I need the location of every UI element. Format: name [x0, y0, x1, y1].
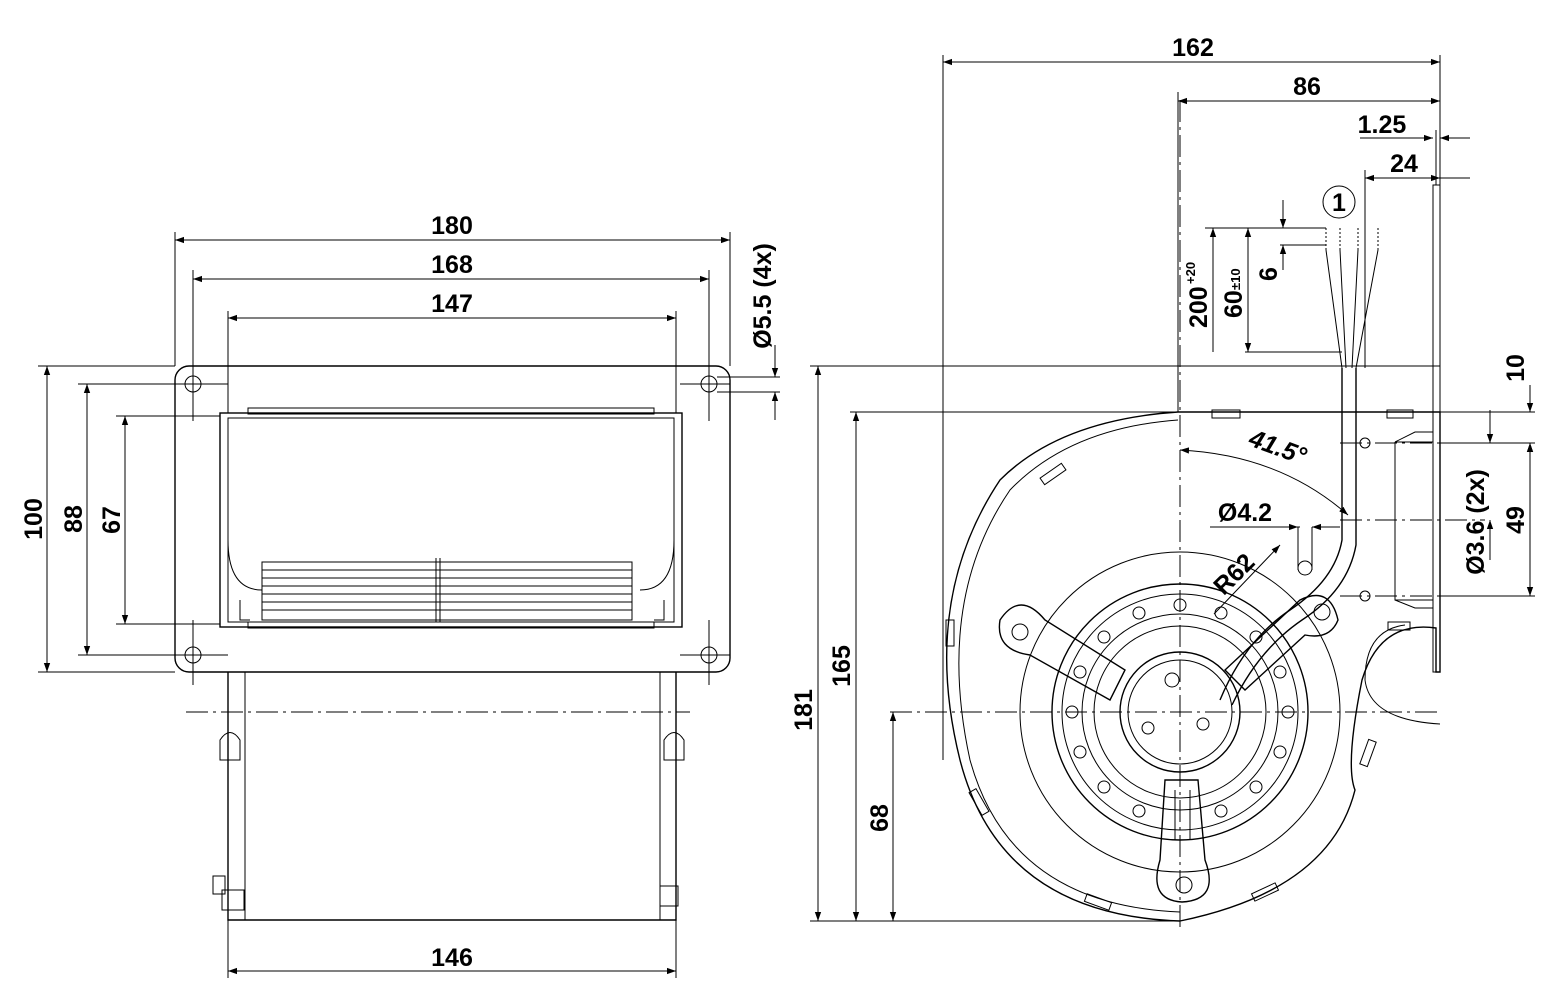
outlet-opening	[219, 407, 683, 629]
dim-1-25: 1.25	[1358, 111, 1407, 139]
front-dimensions: 180 168 147 146 100 88 67 Ø5.5 (4x)	[20, 212, 780, 978]
dim-168: 168	[431, 251, 473, 279]
dim-6: 6	[1255, 267, 1283, 281]
scroll-housing	[945, 411, 1441, 922]
dim-hole-55: Ø5.5 (4x)	[749, 243, 777, 349]
dim-10: 10	[1502, 354, 1530, 382]
dim-200-tol: +20	[1183, 262, 1198, 284]
dim-180: 180	[431, 212, 473, 240]
dim-100: 100	[20, 498, 48, 540]
dim-88: 88	[60, 505, 88, 533]
side-dimensions: 162 86 1.25 24 200 +20 60 ±10 6 10 49 Ø3…	[790, 34, 1535, 922]
dim-24: 24	[1390, 150, 1418, 178]
bolt-holes	[178, 366, 730, 685]
callout-1: 1	[1332, 189, 1346, 217]
motor-housing	[212, 672, 685, 921]
dim-200: 200	[1185, 286, 1213, 328]
cable	[1219, 228, 1441, 725]
mounting-arms	[998, 594, 1339, 903]
dim-60-tol: ±10	[1228, 268, 1243, 290]
dim-147: 147	[431, 290, 473, 318]
dim-60: 60	[1220, 290, 1248, 318]
dim-67: 67	[98, 506, 126, 534]
dim-49: 49	[1502, 506, 1530, 534]
dim-162: 162	[1172, 34, 1214, 62]
dim-68: 68	[866, 804, 894, 832]
side-view: 1	[790, 34, 1535, 930]
front-view: 180 168 147 146 100 88 67 Ø5.5 (4x)	[20, 212, 780, 978]
dim-181: 181	[790, 689, 818, 731]
flange-plate	[1432, 184, 1441, 673]
dim-hole-36: Ø3.6 (2x)	[1462, 469, 1490, 575]
mounting-flange	[174, 365, 731, 673]
dim-165: 165	[828, 645, 856, 687]
housing-clips	[945, 409, 1414, 911]
dim-hole-42: Ø4.2	[1218, 499, 1272, 527]
dim-86: 86	[1293, 73, 1321, 101]
dim-146: 146	[431, 944, 473, 972]
dim-angle: 41.5°	[1244, 424, 1311, 471]
